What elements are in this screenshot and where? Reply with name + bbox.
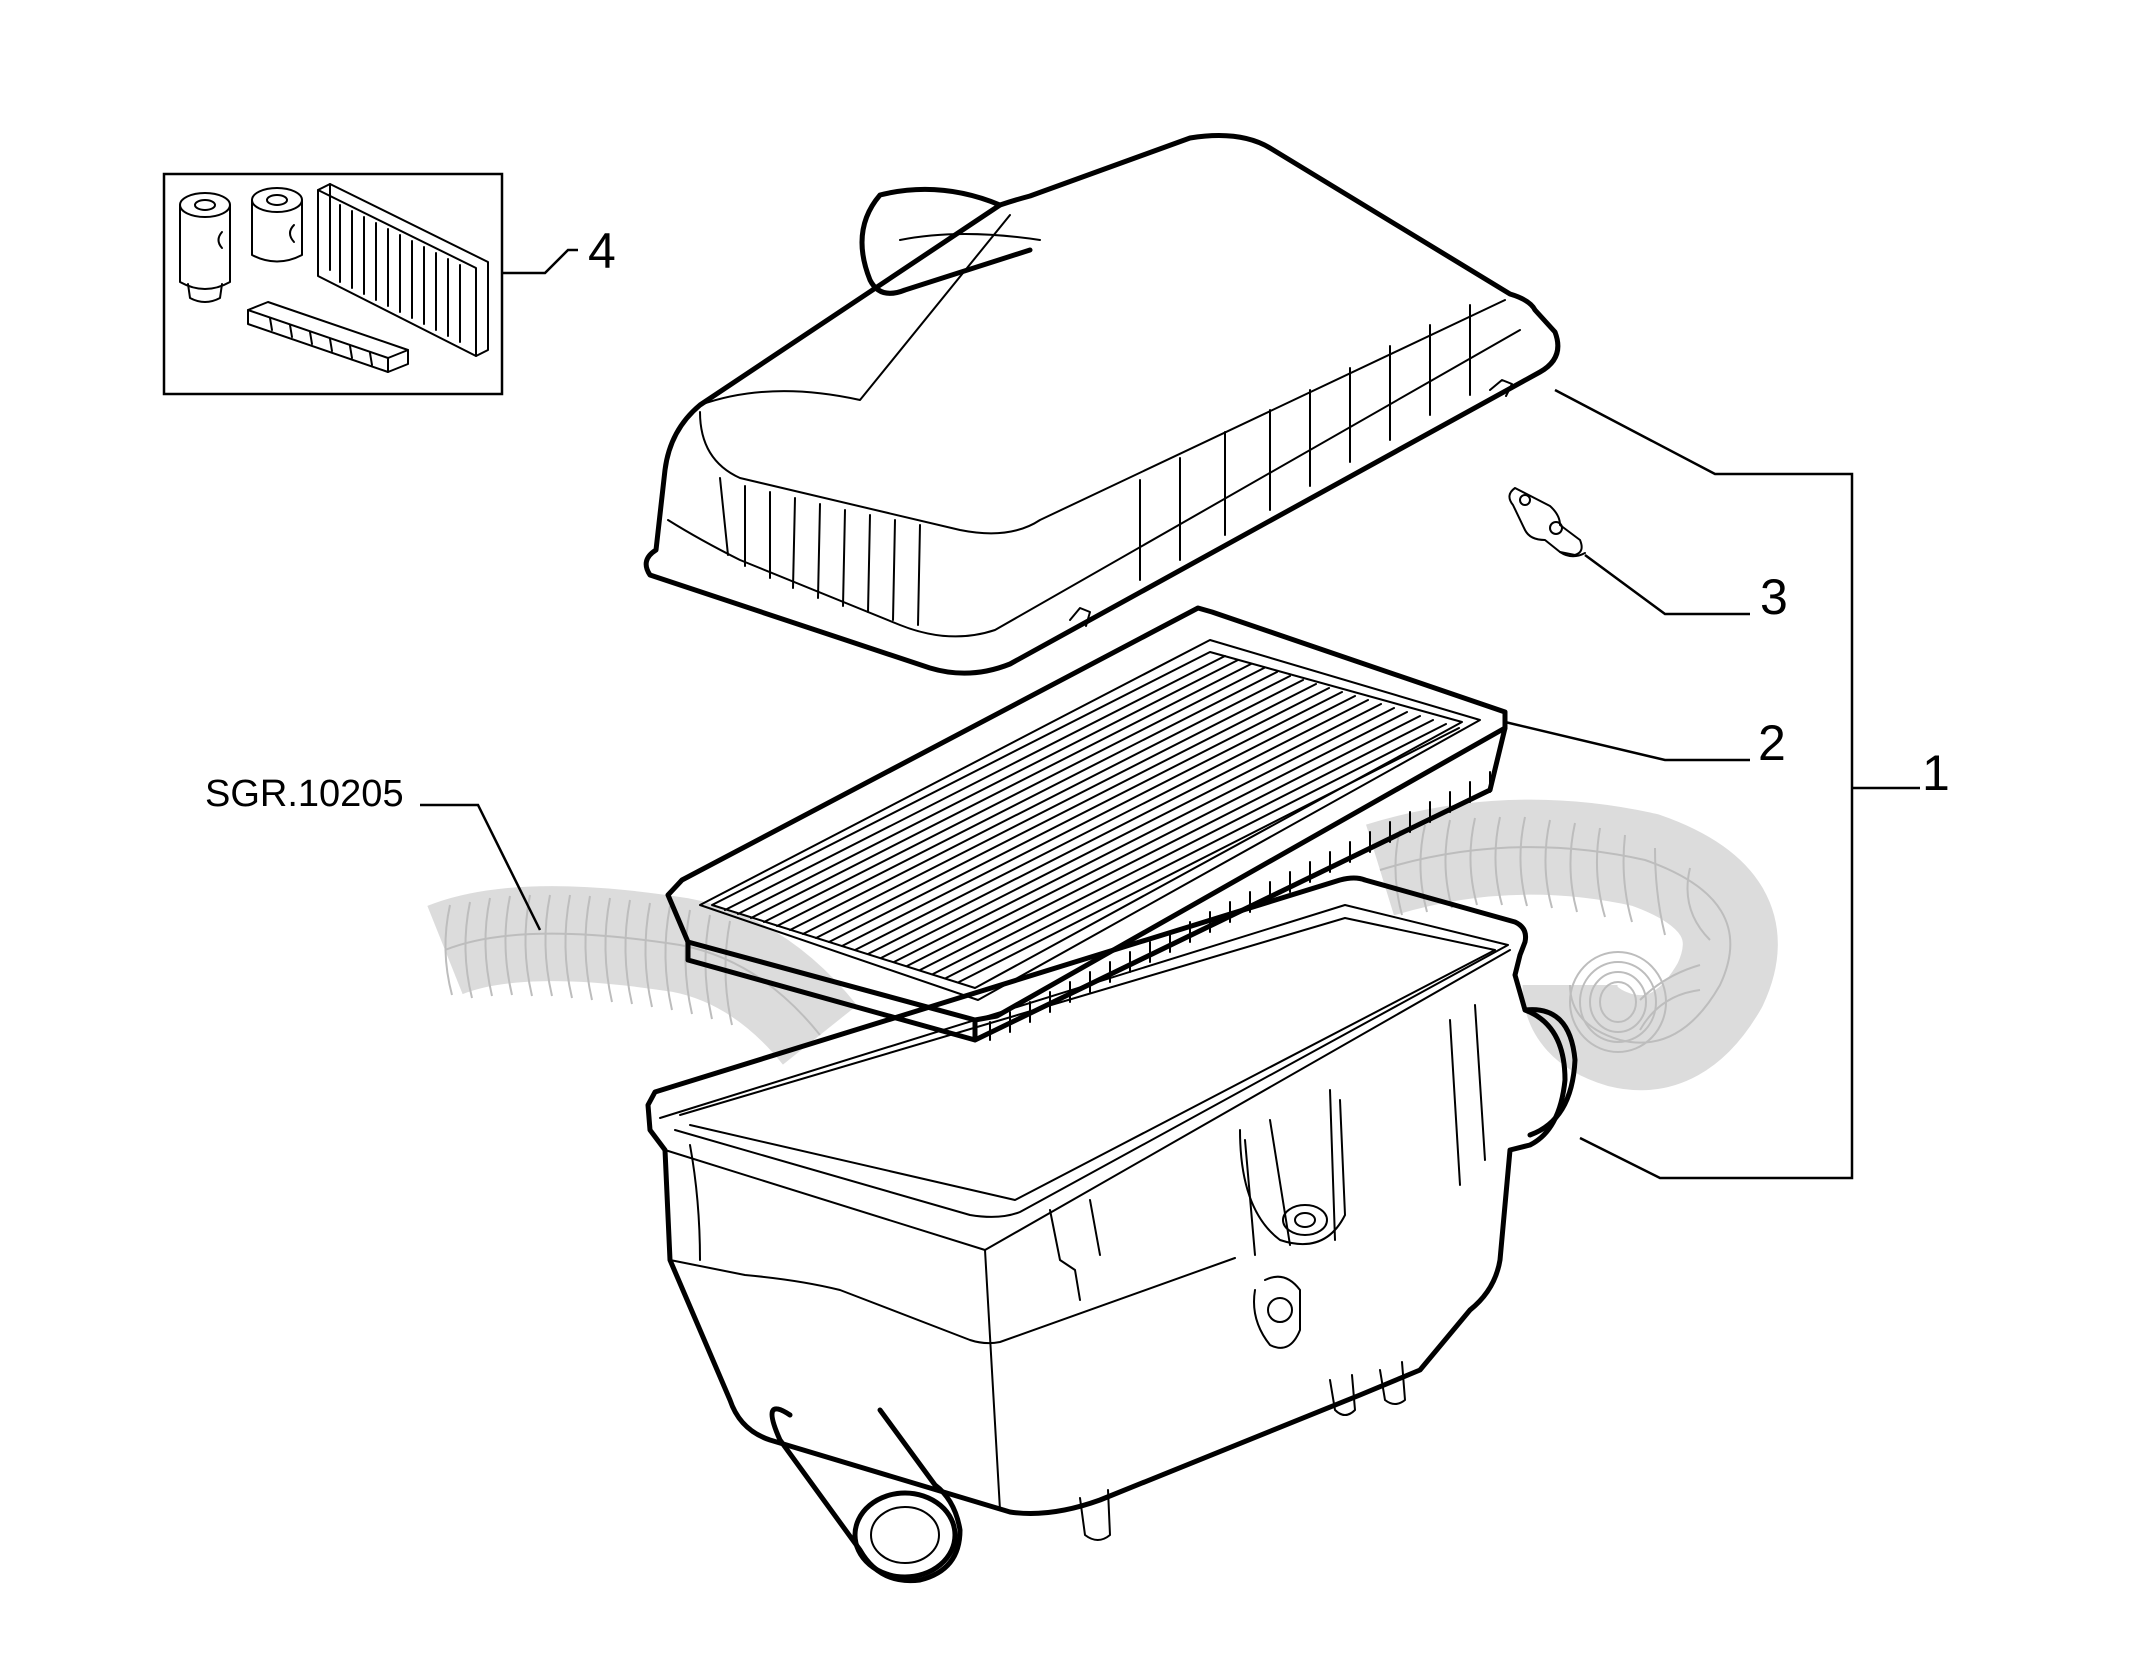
air-filter-panel-icon — [317, 183, 489, 357]
callout-2: 2 — [1758, 715, 1786, 771]
service-kit-inset — [162, 172, 504, 396]
air-filter-element — [665, 605, 1508, 1043]
reference-code-sgr: SGR.10205 — [205, 773, 404, 815]
fuel-filter-icon — [251, 187, 303, 263]
cabin-filter-icon — [247, 301, 409, 373]
intake-hose-right — [1366, 799, 1778, 1091]
air-box-lower-housing — [645, 875, 1578, 1584]
intake-hose-left — [427, 886, 858, 1066]
callout-1: 1 — [1922, 745, 1950, 801]
air-box-cover — [643, 133, 1561, 676]
callout-4: 4 — [588, 223, 616, 279]
oil-filter-icon — [179, 192, 231, 303]
retaining-clip — [1508, 487, 1586, 558]
callout-3: 3 — [1760, 569, 1788, 625]
